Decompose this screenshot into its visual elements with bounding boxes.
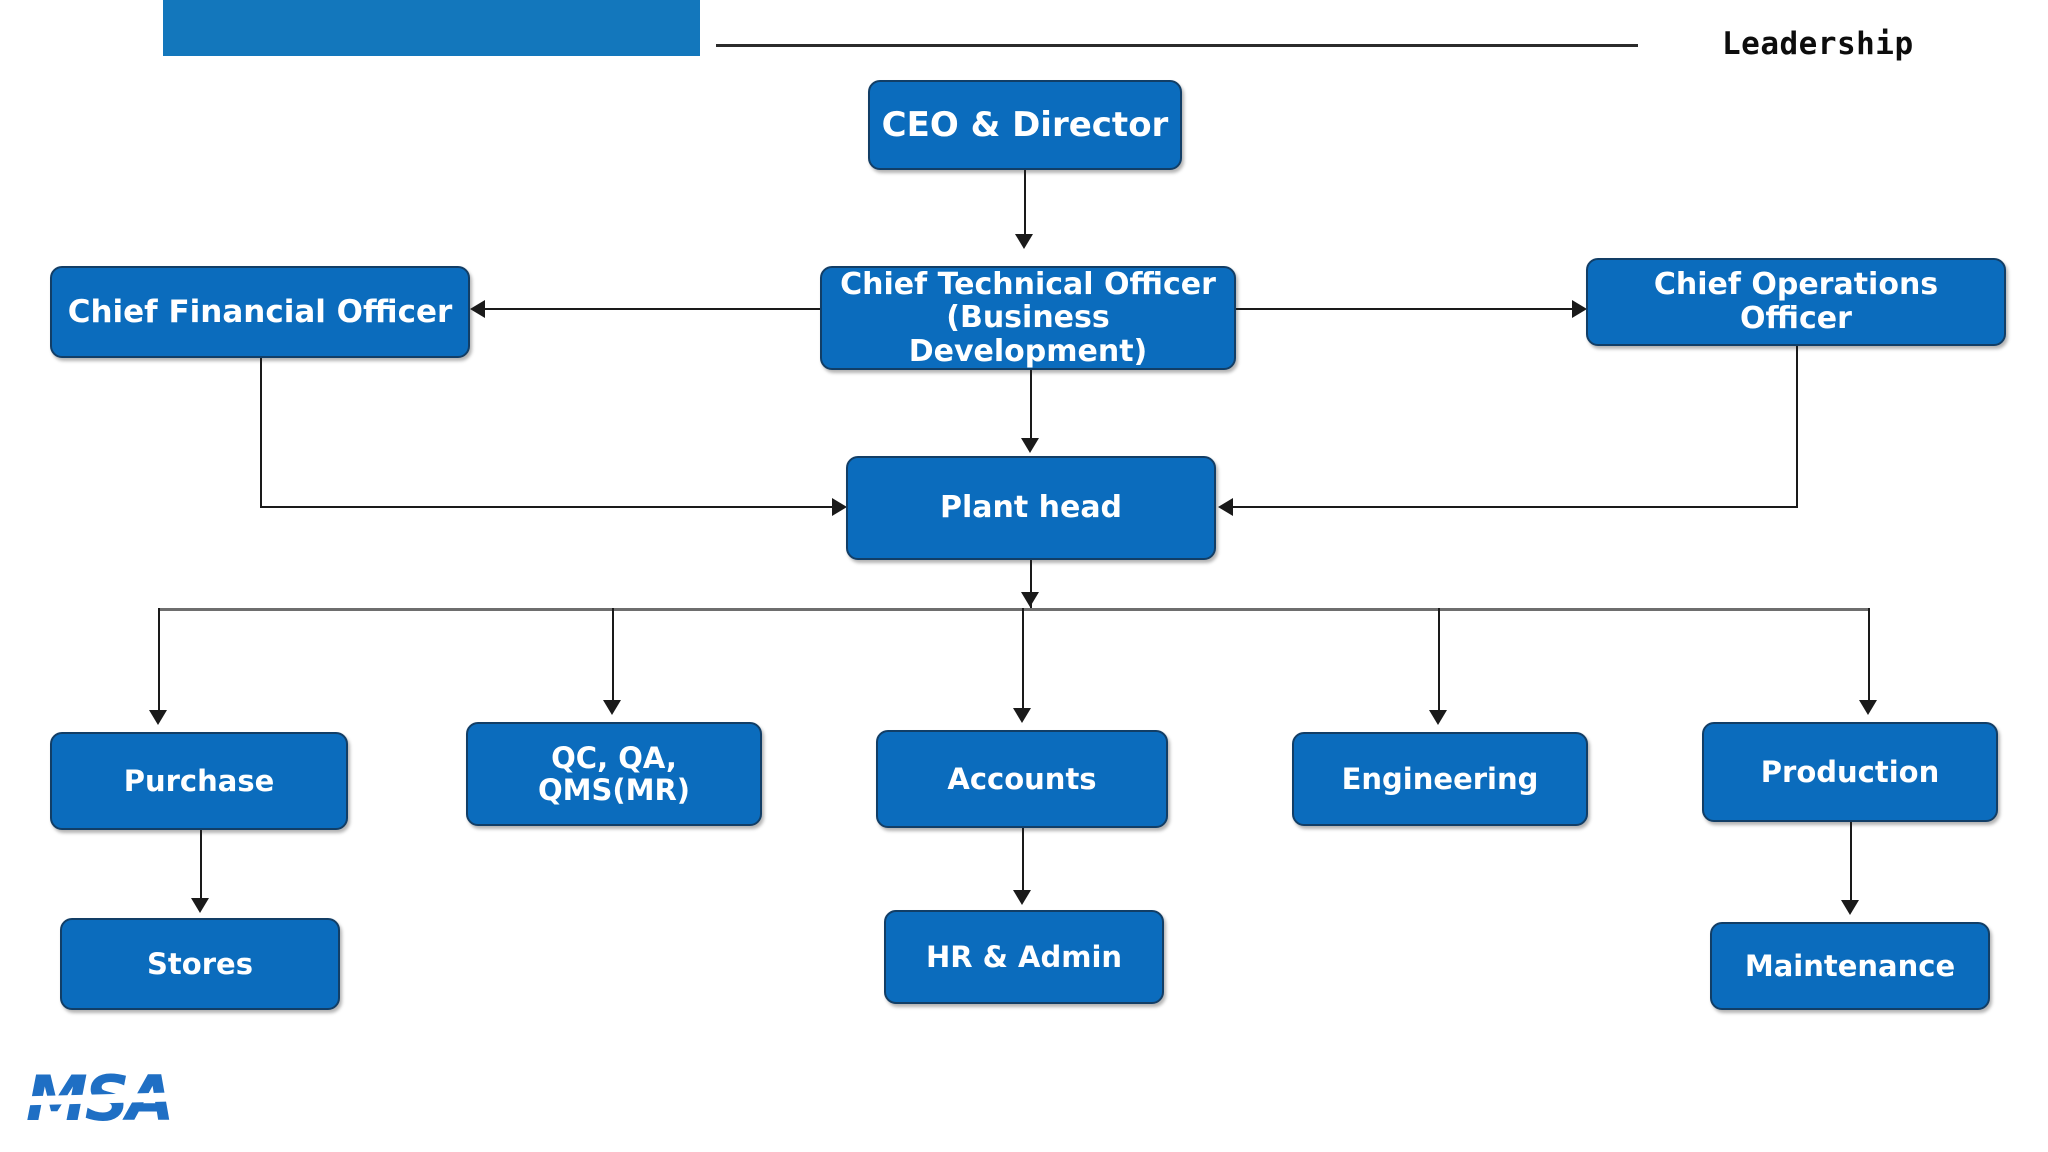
edge-bus-accounts-arrowhead <box>1013 708 1031 723</box>
node-cto-label: Chief Technical Officer (Business Develo… <box>840 266 1216 369</box>
edge-bus-purchase-arrowhead <box>149 710 167 725</box>
edge-cto-coo-arrowhead <box>1572 300 1587 318</box>
node-chief-technical-officer[interactable]: Chief Technical Officer (Business Develo… <box>820 266 1236 370</box>
edge-purchase-stores-line <box>200 830 202 902</box>
node-engineering[interactable]: Engineering <box>1292 732 1588 826</box>
node-stores-label: Stores <box>147 946 253 981</box>
edge-bus-engineering-arrowhead <box>1429 710 1447 725</box>
node-hr-admin-label: HR & Admin <box>925 939 1123 974</box>
edge-bus-purchase-line <box>158 608 160 712</box>
edge-coo-plant-vertical <box>1796 346 1798 508</box>
node-plant-head[interactable]: Plant head <box>846 456 1216 560</box>
edge-plant-bus-stem <box>1030 560 1032 610</box>
edge-ceo-cto-line <box>1024 170 1026 236</box>
edge-bus-qc-arrowhead <box>603 700 621 715</box>
node-cfo-label: Chief Financial Officer <box>67 293 453 330</box>
node-chief-operations-officer[interactable]: Chief Operations Officer <box>1586 258 2006 346</box>
edge-cto-plant-arrowhead <box>1021 438 1039 453</box>
node-plant-head-label: Plant head <box>939 490 1123 526</box>
node-maintenance-label: Maintenance <box>1744 948 1956 983</box>
edge-plant-bus-arrowhead <box>1021 592 1039 607</box>
edge-cfo-plant-vertical <box>260 358 262 508</box>
node-qc-qa-qms-label: QC, QA, QMS(MR) <box>537 740 691 807</box>
edge-cto-plant-line <box>1030 370 1032 440</box>
header-rule <box>716 44 1638 47</box>
node-ceo-label: CEO & Director <box>881 104 1169 145</box>
edge-cto-cfo-arrowhead <box>470 300 485 318</box>
edge-bus-production-line <box>1868 608 1870 702</box>
msa-logo: MSA <box>26 1062 201 1135</box>
node-production[interactable]: Production <box>1702 722 1998 822</box>
node-accounts-label: Accounts <box>947 761 1097 796</box>
node-coo-label: Chief Operations Officer <box>1653 267 1939 336</box>
edge-cfo-plant-arrowhead <box>832 498 847 516</box>
edge-bus-qc-line <box>612 608 614 702</box>
node-production-label: Production <box>1760 754 1940 789</box>
node-accounts[interactable]: Accounts <box>876 730 1168 828</box>
edge-coo-plant-horizontal <box>1232 506 1798 508</box>
edge-cto-cfo-line <box>478 308 822 310</box>
edge-bus-engineering-line <box>1438 608 1440 712</box>
page-title: Leadership <box>1722 26 1914 62</box>
edge-cfo-plant-horizontal <box>260 506 834 508</box>
node-chief-financial-officer[interactable]: Chief Financial Officer <box>50 266 470 358</box>
header-accent-bar <box>163 0 700 56</box>
node-purchase-label: Purchase <box>123 763 275 798</box>
edge-production-maintenance-arrowhead <box>1841 900 1859 915</box>
edge-bus-production-arrowhead <box>1859 700 1877 715</box>
edge-coo-plant-arrowhead <box>1218 498 1233 516</box>
node-hr-admin[interactable]: HR & Admin <box>884 910 1164 1004</box>
node-stores[interactable]: Stores <box>60 918 340 1010</box>
node-purchase[interactable]: Purchase <box>50 732 348 830</box>
edge-bus-accounts-line <box>1022 608 1024 710</box>
node-qc-qa-qms[interactable]: QC, QA, QMS(MR) <box>466 722 762 826</box>
edge-plant-distribution-bus <box>158 608 1870 611</box>
edge-production-maintenance-line <box>1850 822 1852 904</box>
edge-accounts-hr-arrowhead <box>1013 890 1031 905</box>
edge-ceo-cto-arrowhead <box>1015 234 1033 249</box>
node-ceo[interactable]: CEO & Director <box>868 80 1182 170</box>
edge-purchase-stores-arrowhead <box>191 898 209 913</box>
node-engineering-label: Engineering <box>1341 761 1539 796</box>
edge-accounts-hr-line <box>1022 828 1024 894</box>
edge-cto-coo-line <box>1236 308 1578 310</box>
node-maintenance[interactable]: Maintenance <box>1710 922 1990 1010</box>
